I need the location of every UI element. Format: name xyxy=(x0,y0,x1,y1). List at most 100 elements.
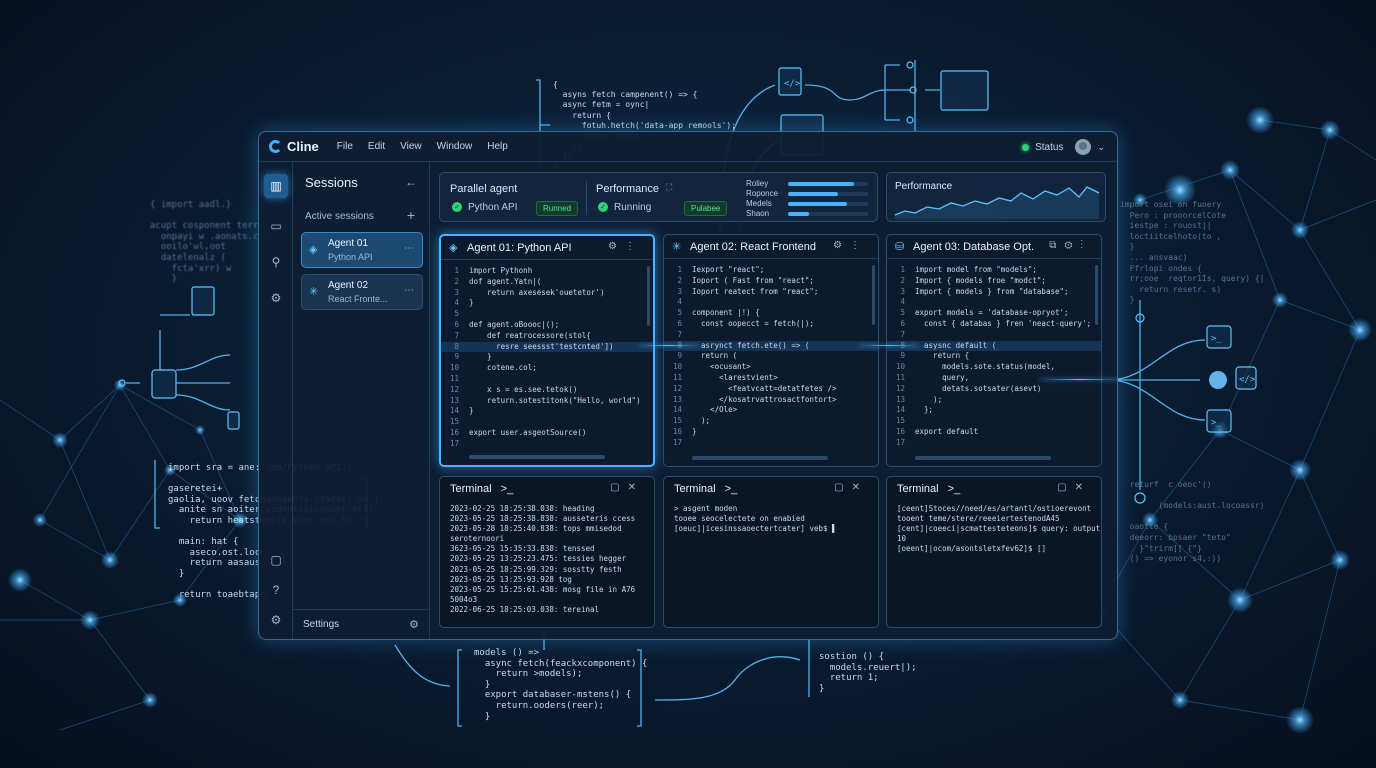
app-logo[interactable]: Cline xyxy=(269,139,319,154)
line-number: 17 xyxy=(895,437,905,447)
terminal-line: 5004o3 xyxy=(450,594,478,604)
settings-footer[interactable]: Settings ⚙ xyxy=(293,609,429,639)
gear-icon[interactable]: ⚙ xyxy=(270,291,282,305)
floating-code-line: async fetm = oync| xyxy=(553,100,650,110)
floating-code-line: } xyxy=(819,683,825,694)
vertical-scrollbar[interactable] xyxy=(872,265,875,325)
line-number: 5 xyxy=(900,308,905,318)
code-line: 17 xyxy=(441,439,653,450)
avatar[interactable] xyxy=(1075,139,1092,155)
code-text: x s = es.see.tetok() xyxy=(469,384,578,394)
metric-track xyxy=(788,182,868,186)
terminal-actions[interactable]: ▢✕ xyxy=(610,482,644,493)
floating-code-line: ... ansvaac) xyxy=(1120,252,1188,262)
floating-code-line: }"trirm][ {"} xyxy=(1120,543,1202,553)
floating-code-line: deeorr: bpsaer "teto" xyxy=(1120,532,1231,542)
terminal-actions[interactable]: ▢✕ xyxy=(1057,482,1091,493)
horizontal-scrollbar[interactable] xyxy=(915,456,1051,460)
session-subtitle: React Fronte... xyxy=(328,294,388,304)
agent-connector-line xyxy=(639,345,699,346)
app-window: Cline File Edit View Window Help Status … xyxy=(258,131,1118,640)
sessions-icon[interactable]: ▥ xyxy=(264,174,288,198)
terminal-line: 2022-06-25 18:25:03.038: tereinal xyxy=(450,604,600,614)
metric-fill xyxy=(788,192,838,196)
code-text: </kosatrvattrosactfontort> xyxy=(692,394,837,404)
more-icon[interactable]: ⋯ xyxy=(404,285,414,296)
line-number: 11 xyxy=(449,373,459,383)
terminal-icon[interactable]: ▭ xyxy=(270,219,282,233)
line-number: 15 xyxy=(672,416,682,426)
settings-gear-icon[interactable]: ⚙ xyxy=(409,619,419,631)
code-text: Ioport ( Fast from "react"; xyxy=(692,275,814,285)
settings-gear-icon[interactable]: ⚙ xyxy=(270,613,282,627)
terminal-actions[interactable]: ▢✕ xyxy=(834,482,868,493)
line-number: 2 xyxy=(677,275,682,285)
terminal-output[interactable]: [ceent]Stoces//need/es/artantl/ostioerev… xyxy=(897,504,1100,554)
terminal-output[interactable]: 2023-02-25 18:25:38.038: heading 2023-05-… xyxy=(450,504,635,615)
code-line: 13 return.sotestitonk("Hello, world") xyxy=(441,396,653,407)
floating-code-line: iestpe : rouost|| xyxy=(1120,221,1212,231)
line-number: 1 xyxy=(900,265,905,274)
add-session-button[interactable]: + xyxy=(406,207,415,223)
floating-code-right-bottom: returf c oeoc'() (models:aust.locoassr) … xyxy=(1120,480,1265,565)
code-line: 5 xyxy=(441,309,653,320)
code-text: query, xyxy=(915,372,970,382)
pane-actions[interactable]: ⚙⋮ xyxy=(833,240,868,251)
status-indicator[interactable]: Status ⌄ xyxy=(1022,139,1105,155)
horizontal-scrollbar[interactable] xyxy=(692,456,828,460)
menu-edit[interactable]: Edit xyxy=(367,141,386,152)
floating-code-line: models () => xyxy=(474,648,540,658)
collapse-arrow-icon[interactable]: ← xyxy=(405,175,417,189)
pane-actions[interactable]: ⚙⋮ xyxy=(608,241,643,252)
line-number: 2 xyxy=(454,276,459,286)
line-number: 12 xyxy=(895,383,905,393)
code-line: 6 const { databas } fren 'neact-query'; xyxy=(887,319,1101,330)
chevron-down-icon[interactable]: ⌄ xyxy=(1097,141,1105,152)
floating-code-line: async fetch(feackxcomponent) { xyxy=(474,658,648,669)
line-number: 3 xyxy=(900,286,905,296)
help-icon[interactable]: ? xyxy=(272,583,280,597)
menu-file[interactable]: File xyxy=(336,141,353,152)
menu-view[interactable]: View xyxy=(400,141,422,152)
vertical-scrollbar[interactable] xyxy=(647,266,650,326)
chat-icon[interactable]: ▢ xyxy=(270,553,282,567)
code-text: cotene.col; xyxy=(469,363,537,373)
terminal-panel-1[interactable]: Terminal >_ ▢✕ 2023-02-25 18:25:38.038: … xyxy=(439,476,655,628)
vertical-scrollbar[interactable] xyxy=(1095,265,1098,325)
terminal-line: 2023-05-28 18:25:40.838: tops mmisedod xyxy=(450,524,622,534)
terminal-line: 2023-02-25 18:25:38.038: heading xyxy=(450,504,595,513)
code-text: </Ole> xyxy=(692,405,738,415)
floating-code-line: export databaser-mstens() { xyxy=(474,690,632,701)
line-number: 4 xyxy=(900,297,905,307)
metric-track xyxy=(788,212,868,216)
line-number: 14 xyxy=(895,405,905,415)
pane-actions[interactable]: ⧉⚙⋮ xyxy=(1049,240,1091,251)
menu-window[interactable]: Window xyxy=(436,141,473,152)
code-text: asysnc default ( xyxy=(915,340,997,350)
floating-code-line: { import aadl.} xyxy=(150,200,232,210)
floating-code-line: sostion () { xyxy=(819,652,885,662)
code-text: } xyxy=(469,298,474,308)
line-number: 15 xyxy=(449,417,459,427)
floating-code-line: rr;ooe reqtor1Is, query) {| xyxy=(1120,274,1265,284)
session-item-agent-01[interactable]: ◈ Agent 01 Python API ⋯ xyxy=(301,232,423,268)
code-line: 12 x s = es.see.tetok() xyxy=(441,385,653,396)
terminal-panel-3[interactable]: Terminal >_ ▢✕ [ceent]Stoces//need/es/ar… xyxy=(886,476,1102,628)
code-line: 8 asysnc default ( xyxy=(887,340,1101,352)
expand-icon[interactable]: ⛶ xyxy=(666,182,673,192)
performance-chart-title: Performance xyxy=(895,181,953,192)
horizontal-scrollbar[interactable] xyxy=(469,455,605,459)
session-item-agent-02[interactable]: ✳ Agent 02 React Fronte... ⋯ xyxy=(301,274,423,310)
more-icon[interactable]: ⋯ xyxy=(404,243,414,254)
menu-help[interactable]: Help xyxy=(487,141,508,152)
agents-icon[interactable]: ⚲ xyxy=(271,255,281,269)
